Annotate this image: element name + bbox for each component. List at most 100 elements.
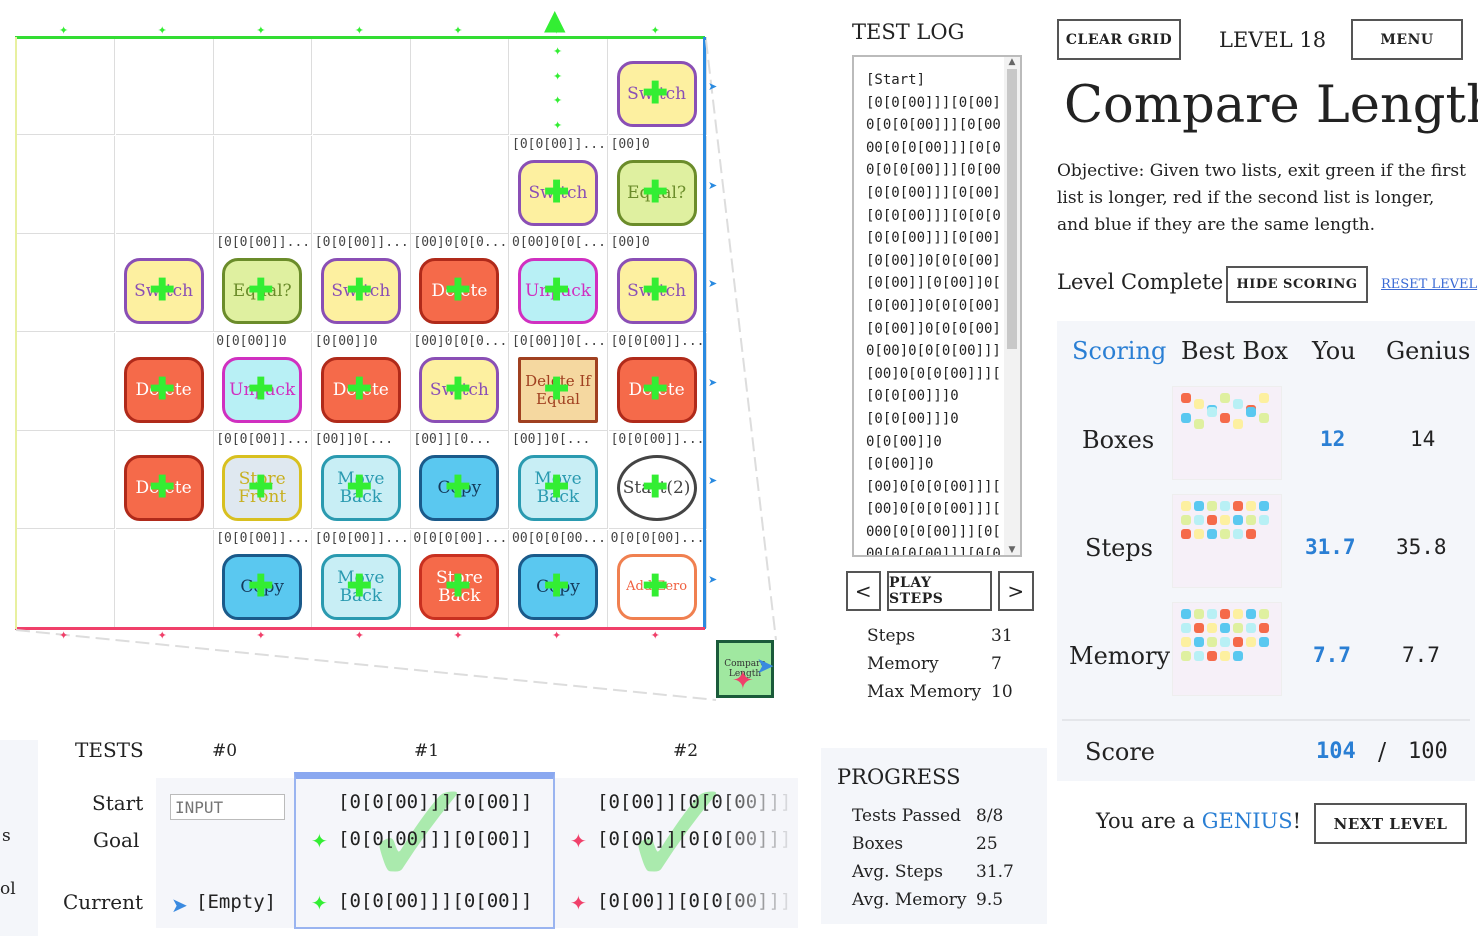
- grid-cell[interactable]: [510, 37, 608, 135]
- unpack-box[interactable]: Unpack: [518, 258, 598, 324]
- unpack-box[interactable]: Unpack: [222, 356, 303, 423]
- grid-cell[interactable]: [312, 135, 411, 234]
- switch-box[interactable]: Switch: [123, 258, 204, 324]
- switch-box[interactable]: Switch: [616, 61, 697, 127]
- delete-box[interactable]: Delete: [616, 356, 697, 423]
- grid-cell[interactable]: 0[0[0[00]...Store Back✚: [411, 529, 510, 628]
- switch-box[interactable]: Switch: [320, 258, 401, 324]
- mini-box-icon: [1220, 393, 1230, 403]
- box-label: Copy: [437, 478, 482, 498]
- grid-cell[interactable]: [0[0[00]]...Start(2)✚: [608, 431, 707, 529]
- test-2-card[interactable]: [0[00]][0[0[00]]] ✦ [0[00]][0[0[00]]] ✦ …: [566, 778, 798, 928]
- scroll-up-icon[interactable]: ▲: [1008, 57, 1016, 67]
- storeback-box[interactable]: Store Back: [419, 553, 500, 620]
- scroll-down-icon[interactable]: ▼: [1008, 545, 1016, 555]
- grid-cell[interactable]: [312, 37, 411, 135]
- test-1-card[interactable]: [294, 772, 555, 929]
- grid-cell[interactable]: Switch✚: [608, 37, 707, 135]
- grid-cell[interactable]: [00]0[0[0...Switch✚: [411, 332, 510, 431]
- grid-cell[interactable]: 00[0[0[00...Copy✚: [510, 529, 608, 628]
- switch-box[interactable]: Switch: [518, 159, 598, 226]
- log-line: [0[0[00]]][0[00]: [866, 184, 1001, 201]
- delete-box[interactable]: Delete: [123, 455, 204, 521]
- delif-box[interactable]: Delete If Equal: [518, 356, 598, 423]
- grid-cell[interactable]: [00]0[0[0...Delete✚: [411, 234, 510, 332]
- menu-button[interactable]: MENU: [1351, 19, 1463, 60]
- grid-cell[interactable]: Switch✚: [115, 234, 214, 332]
- test-input-field[interactable]: [170, 794, 285, 820]
- grid-cell[interactable]: [17, 431, 115, 529]
- grid-cell[interactable]: [214, 135, 313, 234]
- switch-box[interactable]: Switch: [616, 258, 697, 324]
- box-label: Unpack: [229, 379, 296, 400]
- grid-cell[interactable]: [0[00]]0[...Delete If Equal✚: [510, 332, 608, 431]
- grid-cell[interactable]: [115, 37, 214, 135]
- move-box[interactable]: Move Back: [518, 455, 598, 521]
- grid-cell[interactable]: [0[0[00]]...Store Front✚: [214, 431, 313, 529]
- grid-cell[interactable]: [00]]0[...Move Back✚: [510, 431, 608, 529]
- move-box[interactable]: Move Back: [320, 553, 401, 620]
- exit-tick-icon: ➤: [708, 572, 718, 586]
- grid-cell[interactable]: [214, 37, 313, 135]
- exit-tick-icon: ➤: [708, 80, 718, 93]
- grid-cell[interactable]: [0[0[00]]...Switch✚: [510, 135, 608, 234]
- delete-box[interactable]: Delete: [123, 356, 204, 423]
- mini-box-icon: [1246, 407, 1256, 417]
- grid-cell[interactable]: 0[00]0[0[...Unpack✚: [510, 234, 608, 332]
- grid-cell[interactable]: Delete✚: [115, 332, 214, 431]
- equal-box[interactable]: Equal?: [222, 258, 303, 324]
- move-box[interactable]: Move Back: [320, 455, 401, 521]
- mini-level-box[interactable]: Compare Length: [716, 640, 774, 698]
- cell-memory-label: [0[00]]0: [314, 333, 378, 349]
- grid-cell[interactable]: [0[0[00]]...Copy✚: [214, 529, 313, 628]
- log-line: [0[0[00]]]0: [866, 388, 959, 405]
- addzero-box[interactable]: Add Zero: [616, 553, 697, 620]
- grid-cell[interactable]: [115, 135, 214, 234]
- box-label: Move Back: [534, 469, 582, 507]
- prev-step-button[interactable]: <: [846, 571, 881, 611]
- copy-box[interactable]: Copy: [518, 553, 598, 620]
- grid-cell[interactable]: [0[0[00]]...Equal?✚: [214, 234, 313, 332]
- grid-cell[interactable]: [17, 135, 115, 234]
- grid-cell[interactable]: [0[0[00]]...Delete✚: [608, 332, 707, 431]
- mini-box-icon: [1220, 529, 1230, 539]
- flow-arrow-icon: ✚: [149, 470, 175, 505]
- box-label: Delete If Equal: [525, 371, 591, 408]
- delete-box[interactable]: Delete: [320, 356, 401, 423]
- grid-cell[interactable]: [17, 332, 115, 431]
- next-step-button[interactable]: >: [998, 571, 1034, 611]
- delete-box[interactable]: Delete: [419, 258, 500, 324]
- grid-cell[interactable]: 0[0[0[00]...Add Zero✚: [608, 529, 707, 628]
- cell-memory-label: [0[0[00]]...: [314, 235, 409, 250]
- reset-level-link[interactable]: RESET LEVEL: [1381, 277, 1478, 292]
- switch-box[interactable]: Switch: [419, 356, 500, 423]
- box-label: Unpack: [524, 281, 592, 301]
- scroll-thumb[interactable]: [1007, 69, 1017, 349]
- clear-grid-button[interactable]: CLEAR GRID: [1057, 19, 1181, 60]
- grid-cell[interactable]: Delete✚: [115, 431, 214, 529]
- store-box[interactable]: Store Front: [222, 455, 303, 521]
- log-scrollbar[interactable]: ▲ ▼: [1004, 57, 1020, 555]
- next-level-button[interactable]: NEXT LEVEL: [1314, 803, 1467, 844]
- copy-box[interactable]: Copy: [419, 455, 500, 521]
- grid-cell[interactable]: [17, 234, 115, 332]
- equal-box[interactable]: Equal?: [616, 159, 697, 226]
- grid-cell[interactable]: [17, 37, 115, 135]
- log-line: [00]0[0[0[00]]][: [866, 365, 1001, 382]
- grid-cell[interactable]: [411, 135, 510, 234]
- grid-cell[interactable]: [411, 37, 510, 135]
- grid-cell[interactable]: [00]][0...Copy✚: [411, 431, 510, 529]
- start-box[interactable]: Start(2): [616, 455, 697, 521]
- best-box-thumbnail-steps: [1172, 494, 1282, 588]
- grid-cell[interactable]: [00]]0[...Move Back✚: [312, 431, 411, 529]
- grid-cell[interactable]: [0[0[00]]...Switch✚: [312, 234, 411, 332]
- play-steps-button[interactable]: PLAY STEPS: [887, 571, 992, 611]
- copy-box[interactable]: Copy: [222, 553, 303, 620]
- hide-scoring-button[interactable]: HIDE SCORING: [1226, 266, 1368, 303]
